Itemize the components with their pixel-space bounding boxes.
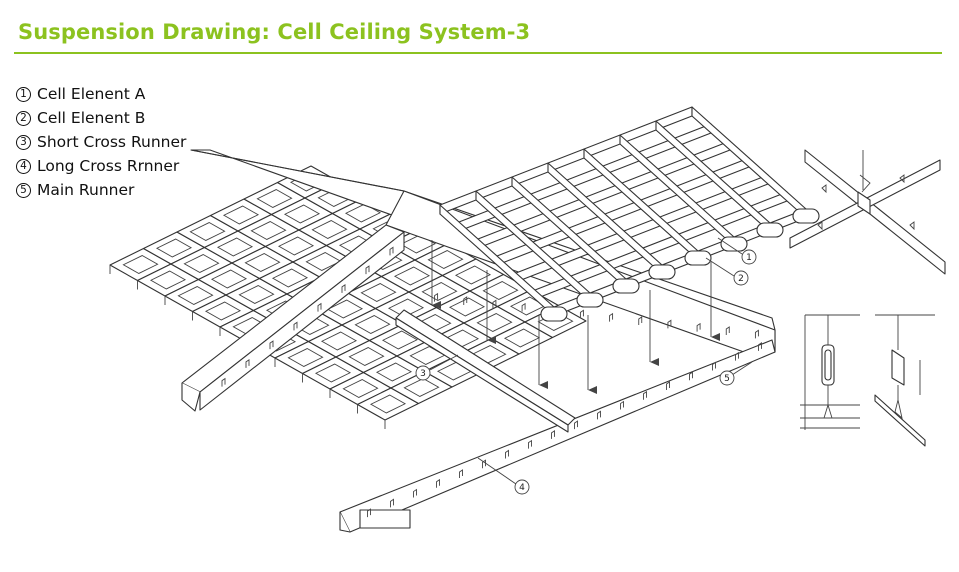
installation-arrows — [431, 240, 720, 394]
detail-runner-intersection — [789, 149, 946, 275]
legend-label: Cell Elenent A — [37, 85, 146, 103]
legend-number: 5 — [16, 182, 31, 198]
svg-text:4: 4 — [519, 483, 525, 493]
legend-item: 1 Cell Elenent A — [16, 82, 186, 106]
svg-text:1: 1 — [746, 253, 752, 263]
legend-item: 4 Long Cross Rrnner — [16, 154, 186, 178]
callout-2: 2 — [705, 257, 749, 286]
short-cross-runner — [395, 309, 576, 433]
callout-4: 4 — [477, 457, 530, 495]
legend-number: 1 — [16, 86, 31, 102]
legend-item: 5 Main Runner — [16, 178, 186, 202]
legend-number: 2 — [16, 110, 31, 126]
legend-number: 3 — [16, 134, 31, 150]
page-title: Suspension Drawing: Cell Ceiling System-… — [18, 20, 531, 44]
legend-label: Long Cross Rrnner — [37, 157, 180, 175]
legend-item: 2 Cell Elenent B — [16, 106, 186, 130]
title-underline — [14, 52, 942, 54]
detail-hanger-views — [800, 314, 935, 447]
legend-label: Main Runner — [37, 181, 135, 199]
svg-text:5: 5 — [724, 374, 730, 384]
svg-text:2: 2 — [738, 274, 744, 284]
callout-3: 3 — [415, 354, 459, 381]
cell-module-above — [439, 106, 820, 322]
svg-text:3: 3 — [420, 369, 426, 379]
legend: 1 Cell Elenent A 2 Cell Elenent B 3 Short C… — [16, 82, 186, 202]
legend-label: Short Cross Runner — [37, 133, 187, 151]
legend-label: Cell Elenent B — [37, 109, 146, 127]
callout-1: 1 — [717, 237, 757, 265]
runner-slots — [221, 246, 762, 518]
legend-number: 4 — [16, 158, 31, 174]
callout-5: 5 — [719, 361, 753, 386]
legend-item: 3 Short Cross Runner — [16, 130, 186, 154]
